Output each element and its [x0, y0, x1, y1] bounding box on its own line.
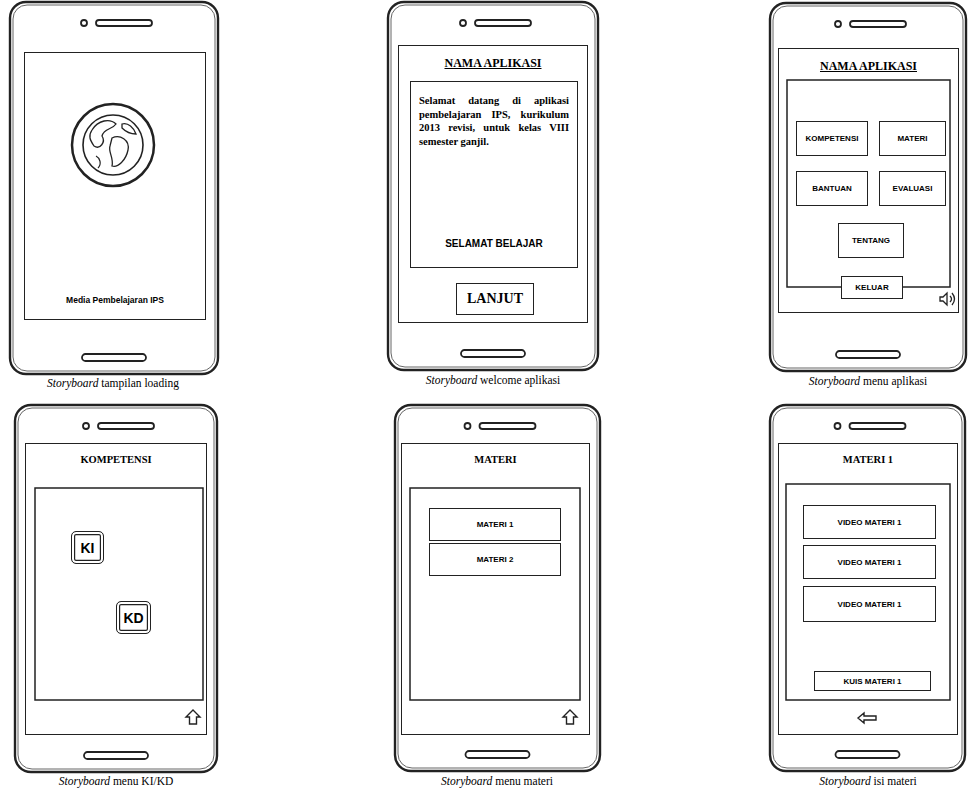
app-screen: NAMA APLIKASI KOMPETENSI MATERI BANTUAN EVAL… [778, 48, 959, 313]
camera-dot [835, 423, 841, 429]
button-label: KELUAR [855, 283, 888, 292]
menu-button: KUIS MATERI 1 [814, 671, 931, 691]
home-slot [461, 350, 525, 357]
speaker-icon [940, 293, 955, 305]
figure-caption: Storyboard welcome aplikasi [426, 374, 560, 386]
app-screen: MATERI 1 VIDEO MATERI 1 VIDEO MATERI 1 VIDE… [778, 443, 958, 735]
phone-body [770, 3, 966, 371]
app-screen: NAMA APLIKASI Selamat datang di aplikasi … [398, 45, 588, 323]
camera-dot [460, 20, 466, 26]
app-screen: KOMPETENSI KI KD [25, 443, 207, 735]
menu-button: MATERI [879, 121, 946, 156]
button-label: BANTUAN [812, 184, 852, 193]
menu-button: TENTANG [838, 223, 904, 258]
screen-text: MATERI 1 [843, 454, 893, 465]
menu-button: EVALUASI [879, 171, 946, 206]
speaker-slot [850, 21, 906, 27]
speaker-slot [96, 20, 152, 26]
speaker-slot [850, 423, 906, 429]
button-label: TENTANG [852, 236, 890, 245]
inner-frames [35, 80, 950, 700]
phone-details [81, 20, 906, 759]
camera-dot [83, 423, 89, 429]
phone-body [10, 2, 218, 374]
button-label: LANJUT [467, 291, 523, 307]
screen-note: SELAMAT BELAJAR [445, 238, 543, 249]
figure-caption: Storyboard isi materi [819, 775, 916, 787]
home-slot [84, 752, 148, 759]
button-label: VIDEO MATERI 1 [838, 600, 902, 609]
menu-button: BANTUAN [796, 171, 868, 206]
figure-caption: Storyboard menu KI/KD [59, 775, 174, 787]
phone-body [770, 405, 965, 771]
welcome-box: Selamat datang di aplikasi pembelajaran … [410, 81, 578, 268]
button-label: EVALUASI [893, 184, 933, 193]
screen-text: Media Pembelajaran IPS [66, 295, 164, 305]
button-label: VIDEO MATERI 1 [838, 518, 902, 527]
button-label: KD [123, 610, 143, 626]
camera-dot [835, 21, 841, 27]
figure-caption: Storyboard menu materi [441, 775, 553, 787]
button-label: MATERI [897, 134, 927, 143]
menu-button: VIDEO MATERI 1 [803, 545, 936, 579]
menu-button: MATERI 2 [429, 543, 561, 576]
menu-button: VIDEO MATERI 1 [803, 505, 936, 539]
home-icon [186, 710, 577, 724]
home-slot [836, 751, 900, 758]
loading-screen: Media Pembelajaran IPS [24, 52, 206, 320]
home-slot [466, 751, 530, 758]
figure-caption: Storyboard tampilan loading [47, 377, 179, 389]
home-slot [836, 351, 900, 358]
speaker-slot [98, 423, 154, 429]
button-label: VIDEO MATERI 1 [838, 558, 902, 567]
button-label: KUIS MATERI 1 [843, 677, 901, 686]
button-label: MATERI 2 [477, 555, 514, 564]
camera-dot [465, 423, 471, 429]
menu-button: KELUAR [841, 276, 903, 299]
speaker-slot [480, 423, 536, 429]
screen-text: NAMA APLIKASI [444, 56, 541, 71]
home-slot [82, 354, 146, 361]
button: LANJUT [456, 283, 534, 315]
figure-caption: Storyboard menu aplikasi [809, 375, 927, 387]
speaker-slot [475, 20, 531, 26]
button-label: MATERI 1 [477, 520, 514, 529]
button-label: KI [81, 540, 95, 556]
button-label: KOMPETENSI [806, 134, 859, 143]
menu-button: MATERI 1 [429, 508, 561, 541]
screen-text: Selamat datang di aplikasi pembelajaran … [419, 94, 569, 149]
phone-body [388, 2, 598, 370]
menu-button: KOMPETENSI [796, 121, 868, 156]
back-icon [858, 713, 876, 723]
app-screen: MATERI MATERI 1 MATERI 2 [401, 443, 590, 735]
screen-text: NAMA APLIKASI [820, 59, 917, 74]
menu-button: VIDEO MATERI 1 [803, 586, 936, 622]
phone-body [15, 405, 217, 772]
screen-text: KOMPETENSI [80, 454, 151, 465]
camera-dot [81, 20, 87, 26]
phone-body [395, 405, 600, 771]
menu-button: KI [71, 531, 104, 564]
globe-icon [72, 104, 154, 186]
menu-button: KD [116, 601, 151, 634]
screen-text: MATERI [474, 454, 516, 465]
